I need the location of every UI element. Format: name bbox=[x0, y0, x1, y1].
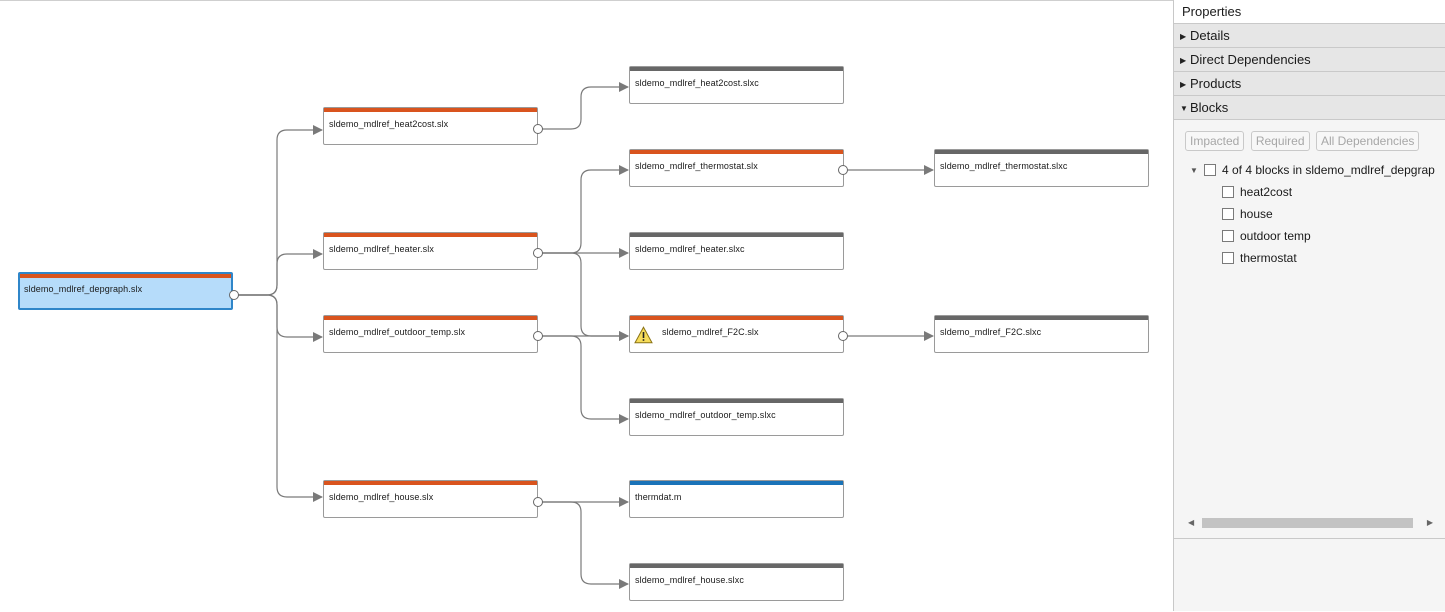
node-color-bar bbox=[324, 233, 537, 237]
node-outdoor-temp[interactable]: sldemo_mdlref_outdoor_temp.slx bbox=[323, 315, 538, 353]
node-heat2cost-slxc[interactable]: sldemo_mdlref_heat2cost.slxc bbox=[629, 66, 844, 104]
node-thermostat-slxc[interactable]: sldemo_mdlref_thermostat.slxc bbox=[934, 149, 1149, 187]
edge-heater-f2c bbox=[538, 252, 629, 341]
warning-icon bbox=[634, 326, 653, 344]
node-label: thermdat.m bbox=[635, 492, 682, 502]
tree-root[interactable]: ▼ 4 of 4 blocks in sldemo_mdlref_depgrap bbox=[1190, 159, 1435, 181]
block-label: heat2cost bbox=[1240, 185, 1293, 199]
node-color-bar bbox=[630, 399, 843, 403]
node-thermostat[interactable]: sldemo_mdlref_thermostat.slx bbox=[629, 149, 844, 187]
required-button[interactable]: Required bbox=[1250, 131, 1310, 151]
node-label: sldemo_mdlref_house.slxc bbox=[635, 575, 744, 585]
node-color-bar bbox=[630, 316, 843, 320]
node-color-bar bbox=[324, 108, 537, 112]
node-label: sldemo_mdlref_heater.slx bbox=[329, 244, 434, 254]
node-house[interactable]: sldemo_mdlref_house.slx bbox=[323, 480, 538, 518]
blocks-tree: ▼ 4 of 4 blocks in sldemo_mdlref_depgrap… bbox=[1190, 159, 1435, 269]
node-color-bar bbox=[935, 316, 1148, 320]
edge-depgraph-house bbox=[234, 294, 323, 502]
node-color-bar bbox=[324, 316, 537, 320]
node-heater[interactable]: sldemo_mdlref_heater.slx bbox=[323, 232, 538, 270]
blocks-section-body: Impacted Required All Dependencies ▼ 4 o… bbox=[1174, 119, 1445, 538]
node-color-bar bbox=[20, 274, 231, 278]
scroll-right-icon[interactable]: ▶ bbox=[1426, 518, 1433, 527]
triangle-right-icon: ▶ bbox=[1180, 56, 1187, 65]
section-label: Blocks bbox=[1190, 100, 1229, 115]
edge-house-slxc bbox=[538, 501, 629, 589]
scrollbar-thumb[interactable] bbox=[1202, 518, 1413, 528]
tree-item-house[interactable]: house bbox=[1190, 203, 1435, 225]
graph-edges bbox=[234, 82, 934, 589]
tree-root-checkbox[interactable] bbox=[1204, 164, 1216, 176]
node-label: sldemo_mdlref_outdoor_temp.slx bbox=[329, 327, 466, 337]
node-outdoor-temp-slxc[interactable]: sldemo_mdlref_outdoor_temp.slxc bbox=[629, 398, 844, 436]
node-label: sldemo_mdlref_heater.slxc bbox=[635, 244, 745, 254]
node-color-bar bbox=[630, 67, 843, 71]
node-color-bar bbox=[324, 481, 537, 485]
section-blocks[interactable]: ▼Blocks bbox=[1174, 95, 1445, 119]
panel-empty-area bbox=[1174, 538, 1445, 609]
block-checkbox[interactable] bbox=[1222, 186, 1234, 198]
node-thermdat[interactable]: thermdat.m bbox=[629, 480, 844, 518]
properties-panel: Properties ▶Details ▶Direct Dependencies… bbox=[1173, 0, 1445, 611]
block-label: house bbox=[1240, 207, 1273, 221]
node-label: sldemo_mdlref_outdoor_temp.slxc bbox=[635, 410, 776, 420]
triangle-down-icon: ▼ bbox=[1180, 104, 1188, 113]
node-label: sldemo_mdlref_F2C.slxc bbox=[940, 327, 1042, 337]
section-label: Details bbox=[1190, 28, 1230, 43]
dependency-graph-canvas[interactable]: sldemo_mdlref_depgraph.slx sldemo_mdlref… bbox=[0, 0, 1173, 611]
node-f2c[interactable]: sldemo_mdlref_F2C.slx bbox=[629, 315, 844, 353]
node-label: sldemo_mdlref_heat2cost.slxc bbox=[635, 78, 759, 88]
tree-root-label: 4 of 4 blocks in sldemo_mdlref_depgrap bbox=[1222, 163, 1435, 177]
node-color-bar bbox=[630, 564, 843, 568]
edge-depgraph-heater bbox=[234, 249, 323, 296]
block-checkbox[interactable] bbox=[1222, 230, 1234, 242]
node-color-bar bbox=[935, 150, 1148, 154]
triangle-down-icon[interactable]: ▼ bbox=[1190, 165, 1198, 175]
block-label: thermostat bbox=[1240, 251, 1297, 265]
scroll-left-icon[interactable]: ◀ bbox=[1188, 518, 1195, 527]
section-direct-dependencies[interactable]: ▶Direct Dependencies bbox=[1174, 47, 1445, 71]
edge-depgraph-outdoor-temp bbox=[234, 294, 323, 342]
node-label: sldemo_mdlref_depgraph.slx bbox=[24, 284, 143, 294]
section-details[interactable]: ▶Details bbox=[1174, 23, 1445, 47]
block-label: outdoor temp bbox=[1240, 229, 1311, 243]
tree-item-heat2cost[interactable]: heat2cost bbox=[1190, 181, 1435, 203]
properties-title: Properties bbox=[1174, 0, 1445, 23]
node-house-slxc[interactable]: sldemo_mdlref_house.slxc bbox=[629, 563, 844, 601]
node-depgraph[interactable]: sldemo_mdlref_depgraph.slx bbox=[18, 272, 233, 310]
edge-outdoor-temp-slxc bbox=[538, 335, 629, 424]
node-label: sldemo_mdlref_thermostat.slx bbox=[635, 161, 758, 171]
section-label: Direct Dependencies bbox=[1190, 52, 1311, 67]
tree-item-thermostat[interactable]: thermostat bbox=[1190, 247, 1435, 269]
horizontal-scrollbar[interactable]: ◀ ▶ bbox=[1184, 516, 1435, 530]
triangle-right-icon: ▶ bbox=[1180, 80, 1187, 89]
block-checkbox[interactable] bbox=[1222, 252, 1234, 264]
node-label: sldemo_mdlref_house.slx bbox=[329, 492, 434, 502]
block-checkbox[interactable] bbox=[1222, 208, 1234, 220]
node-color-bar bbox=[630, 233, 843, 237]
edge-heater-thermostat bbox=[538, 165, 629, 254]
node-label: sldemo_mdlref_thermostat.slxc bbox=[940, 161, 1068, 171]
node-label: sldemo_mdlref_F2C.slx bbox=[662, 327, 759, 337]
triangle-right-icon: ▶ bbox=[1180, 32, 1187, 41]
node-heater-slxc[interactable]: sldemo_mdlref_heater.slxc bbox=[629, 232, 844, 270]
node-heat2cost[interactable]: sldemo_mdlref_heat2cost.slx bbox=[323, 107, 538, 145]
node-f2c-slxc[interactable]: sldemo_mdlref_F2C.slxc bbox=[934, 315, 1149, 353]
edge-heat2cost-slxc bbox=[538, 82, 629, 130]
impacted-button[interactable]: Impacted bbox=[1185, 131, 1245, 151]
section-label: Products bbox=[1190, 76, 1242, 91]
edge-depgraph-heat2cost bbox=[234, 125, 323, 296]
section-products[interactable]: ▶Products bbox=[1174, 71, 1445, 95]
node-color-bar bbox=[630, 481, 843, 485]
node-color-bar bbox=[630, 150, 843, 154]
blocks-filter-buttons: Impacted Required All Dependencies bbox=[1185, 131, 1421, 151]
tree-item-outdoor-temp[interactable]: outdoor temp bbox=[1190, 225, 1435, 247]
node-label: sldemo_mdlref_heat2cost.slx bbox=[329, 119, 449, 129]
all-dependencies-button[interactable]: All Dependencies bbox=[1315, 131, 1420, 151]
